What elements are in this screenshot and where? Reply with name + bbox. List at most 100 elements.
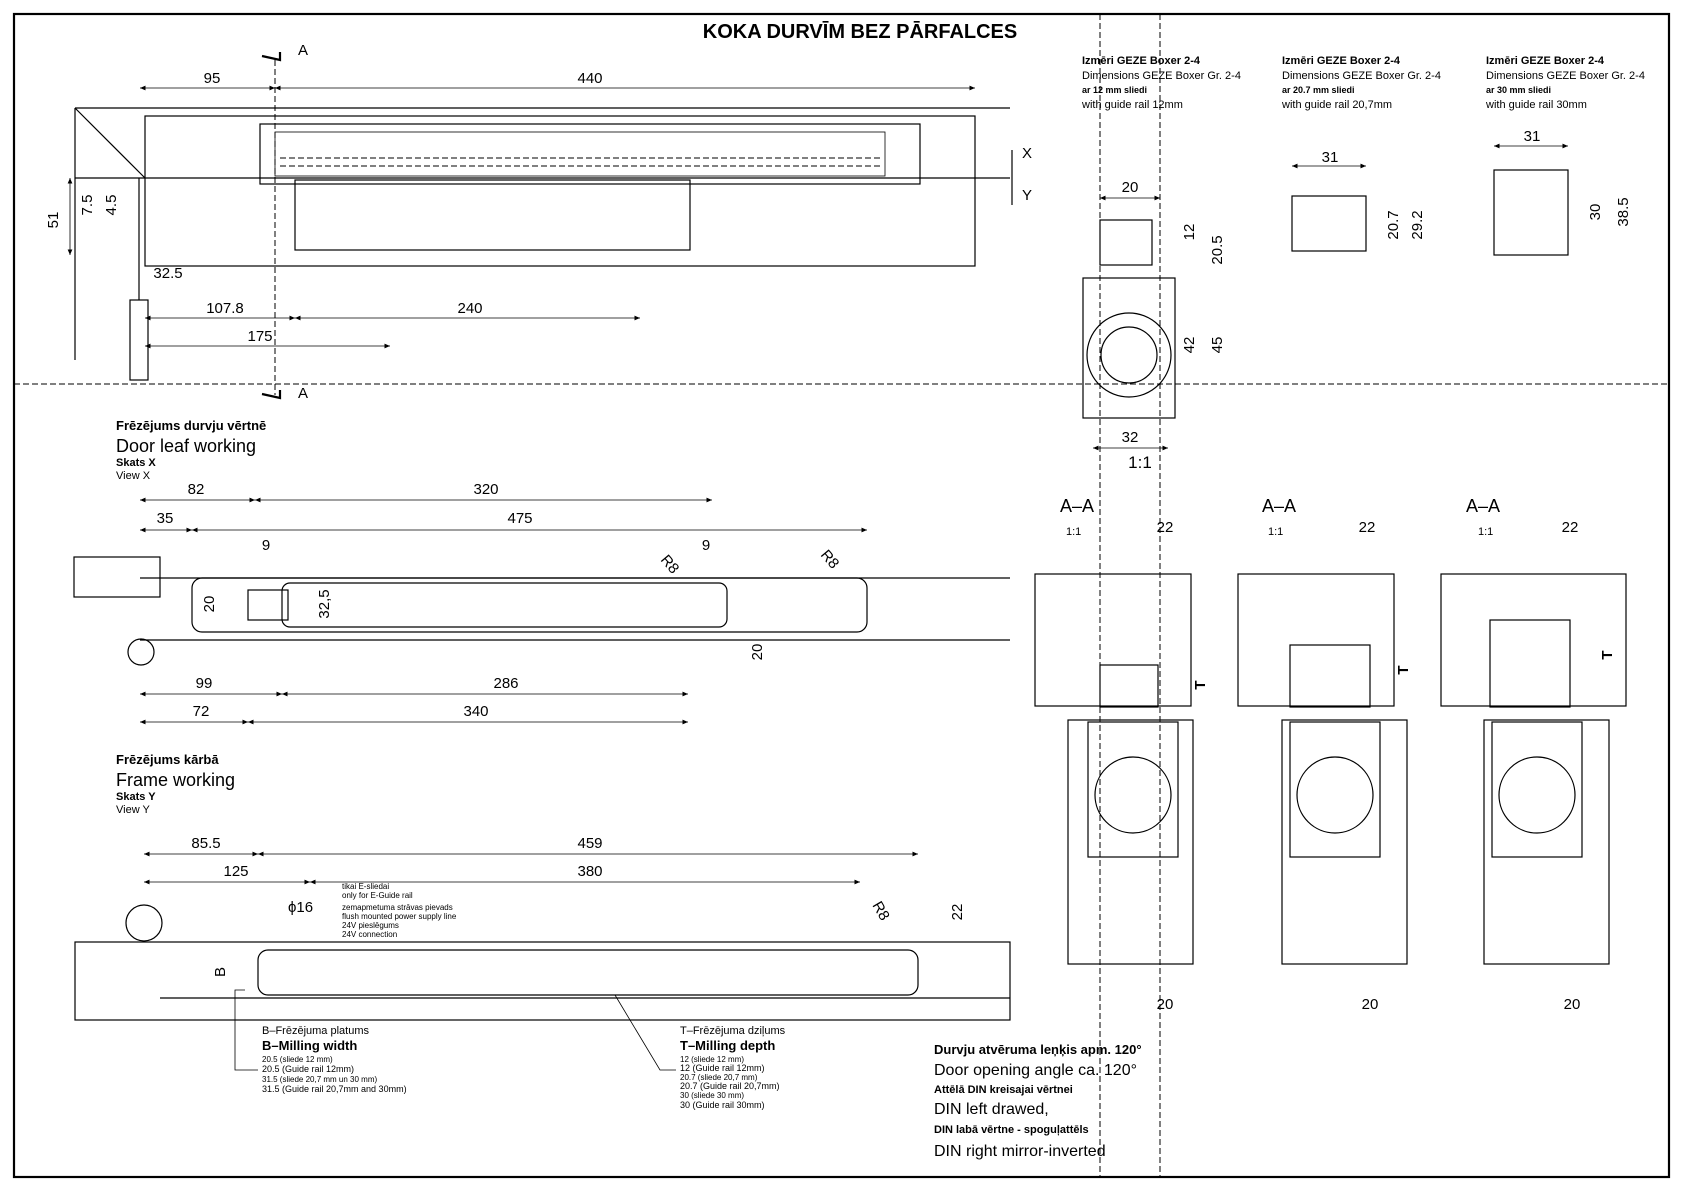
frame-title-en: Frame working (116, 770, 235, 790)
frame-note-5: 24V pieslēgums (342, 921, 399, 930)
angle-note-l4: DIN left drawed, (934, 1101, 1049, 1118)
drawing-border (12, 12, 1671, 1179)
b-note: B–Frēzējuma platums B–Milling width 20.5… (234, 989, 407, 1094)
dim-286: 286 (493, 675, 518, 692)
top-view-closer-inner (274, 131, 886, 177)
profile-3: Izmēri GEZE Boxer 2-4 Dimensions GEZE Bo… (1485, 55, 1645, 256)
section-3-closer (1491, 721, 1583, 858)
angle-note-l6: DIN right mirror-inverted (934, 1143, 1106, 1160)
detail-shaft-outer (1086, 312, 1172, 398)
profile-2-w: 31 (1322, 149, 1339, 166)
dim-82: 82 (188, 481, 205, 498)
door-leaf-hinge-circle (127, 638, 155, 666)
t-note-l4: 12 (Guide rail 12mm) (680, 1063, 765, 1073)
door-leaf-slot (247, 589, 289, 621)
dim-4-5: 4.5 (103, 195, 120, 216)
section-3-door (1483, 719, 1610, 965)
dim-459: 459 (577, 835, 602, 852)
profile-3-title: Izmēri GEZE Boxer 2-4 (1486, 55, 1605, 67)
section-2-rail (1289, 644, 1371, 708)
profile-2-h2: 29.2 (1409, 210, 1426, 239)
top-view: A A X Y 95 440 51 7.5 4.5 32.5 107.8 240… (45, 42, 1032, 402)
view-mark-x: X (1022, 145, 1032, 162)
section-1-shaft (1094, 756, 1172, 834)
profile-3-h2: 38.5 (1615, 197, 1632, 226)
dim-51: 51 (45, 212, 62, 229)
profile-1-line4: with guide rail 12mm (1081, 99, 1183, 111)
dim-r8b: R8 (817, 547, 842, 573)
section-1-rail (1099, 664, 1159, 708)
frame-note-6: 24V connection (342, 930, 397, 939)
dim-440: 440 (577, 70, 602, 87)
hinge-pin (129, 299, 149, 381)
dim-107-8: 107.8 (206, 300, 244, 317)
detail-view: 20 12 20.5 42 45 32 1:1 (1082, 179, 1226, 472)
door-leaf-view-lv: Skats X (116, 457, 156, 469)
dim-32-5: 32.5 (153, 265, 182, 282)
section-1-top: 22 (1157, 519, 1174, 536)
frame-view-en: View Y (116, 804, 151, 816)
section-3-label: A–A (1466, 496, 1500, 516)
profile-1-title: Izmēri GEZE Boxer 2-4 (1082, 55, 1201, 67)
section-mark-a-bottom: A (298, 385, 308, 402)
section-3-bottom: 20 (1564, 996, 1581, 1013)
dim-9a: 9 (262, 537, 270, 554)
dim-320: 320 (473, 481, 498, 498)
angle-note-l5: DIN labā vērtne - spoguļattēls (934, 1124, 1089, 1136)
dim-32-5-leaf: 32,5 (316, 589, 333, 618)
t-note-l6: 20.7 (Guide rail 20,7mm) (680, 1081, 780, 1091)
frame-body (74, 941, 1011, 1021)
b-note-l6: 31.5 (Guide rail 20,7mm and 30mm) (262, 1084, 407, 1094)
section-2-frame (1237, 573, 1395, 707)
detail-body (1082, 277, 1176, 419)
profile-1-line2: Dimensions GEZE Boxer Gr. 2-4 (1082, 70, 1241, 82)
section-3-frame (1440, 573, 1627, 707)
profile-2: Izmēri GEZE Boxer 2-4 Dimensions GEZE Bo… (1281, 55, 1441, 252)
profile-2-line4: with guide rail 20,7mm (1281, 99, 1392, 111)
door-leaf-view-en: View X (116, 470, 151, 482)
page-title: KOKA DURVĪM BEZ PĀRFALCES (703, 21, 1017, 43)
section-1-door (1067, 719, 1194, 965)
top-view-rail (294, 179, 691, 251)
section-1-scale: 1:1 (1066, 526, 1081, 538)
profile-2-title: Izmēri GEZE Boxer 2-4 (1282, 55, 1401, 67)
detail-rail (1099, 219, 1153, 266)
dim-95: 95 (204, 70, 221, 87)
dim-b: B (212, 967, 229, 977)
door-leaf-working: Frēzējums durvju vērtnē Door leaf workin… (73, 418, 1010, 725)
top-view-frame-hatch (144, 115, 976, 267)
dim-380: 380 (577, 863, 602, 880)
dim-72: 72 (193, 703, 210, 720)
detail-d42: 42 (1181, 337, 1198, 354)
section-3-top: 22 (1562, 519, 1579, 536)
detail-d20: 20 (1122, 179, 1139, 196)
section-mark-a-top: A (298, 42, 308, 59)
b-note-l2: B–Milling width (262, 1038, 357, 1053)
profile-2-rail (1291, 195, 1367, 252)
dim-20: 20 (201, 596, 218, 613)
section-2-door (1281, 719, 1408, 965)
section-3: A–A 1:1 22 T 20 (1440, 496, 1627, 1013)
frame-note-2: only for E-Guide rail (342, 891, 413, 900)
profile-3-w: 31 (1524, 128, 1541, 145)
detail-d20-5: 20.5 (1209, 235, 1226, 264)
section-1-closer (1087, 721, 1179, 858)
profile-3-h1: 30 (1587, 204, 1604, 221)
dim-340: 340 (463, 703, 488, 720)
frame-note-1: tikai E-sliedai (342, 882, 389, 891)
profile-2-line3: ar 20.7 mm sliedi (1282, 85, 1355, 95)
dim-20b: 20 (749, 644, 766, 661)
b-note-l3: 20.5 (sliede 12 mm) (262, 1055, 333, 1064)
t-note-l2: T–Milling depth (680, 1038, 775, 1053)
section-3-t: T (1599, 650, 1616, 659)
section-3-scale: 1:1 (1478, 526, 1493, 538)
section-1: A–A 1:1 22 T 20 (1034, 496, 1209, 1013)
t-note-l8: 30 (Guide rail 30mm) (680, 1100, 765, 1110)
door-leaf-milling-inner (281, 582, 728, 628)
section-2-scale: 1:1 (1268, 526, 1283, 538)
angle-note-l1: Durvju atvēruma leņķis apm. 120° (934, 1042, 1142, 1057)
detail-d45: 45 (1209, 337, 1226, 354)
frame-note-3: zemapmetuma strāvas pievads (342, 903, 453, 912)
t-note-l5: 20.7 (sliede 20,7 mm) (680, 1073, 758, 1082)
